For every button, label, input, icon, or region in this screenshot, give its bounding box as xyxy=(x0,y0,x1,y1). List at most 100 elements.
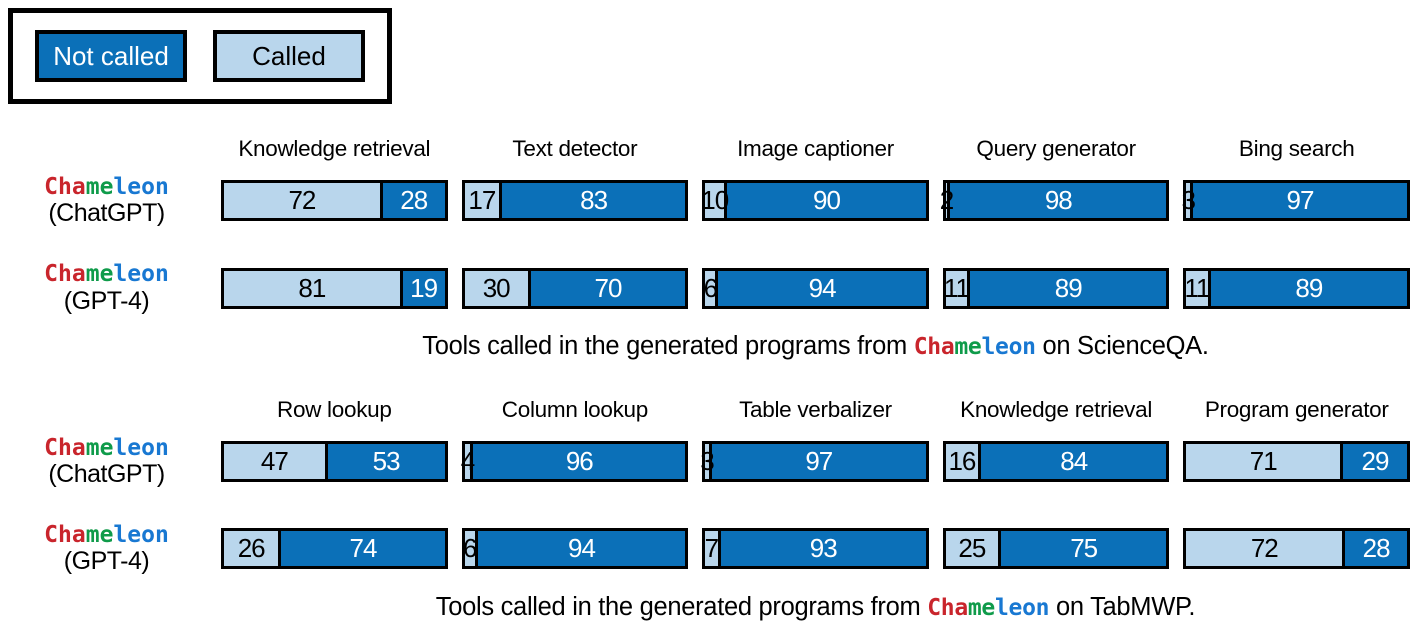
logo-part-red: Cha xyxy=(44,522,86,549)
called-value: 3 xyxy=(700,445,715,476)
not-called-segment: 74 xyxy=(281,531,445,567)
called-segment: 26 xyxy=(224,531,282,567)
logo-part-blue: leon xyxy=(994,594,1050,621)
row-label: Chameleon (GPT-4) xyxy=(6,523,207,574)
called-segment: 72 xyxy=(1186,531,1346,567)
tool-header: Row lookup xyxy=(277,396,392,422)
stacked-bar: 72 28 xyxy=(1183,528,1410,570)
not-called-segment: 96 xyxy=(473,443,686,479)
stacked-bar: 47 53 xyxy=(221,440,448,482)
not-called-value: 89 xyxy=(1295,272,1323,303)
logo-part-green: me xyxy=(967,594,995,621)
chameleon-logo: Chameleon xyxy=(44,523,169,547)
called-value: 47 xyxy=(260,445,289,476)
logo-part-blue: leon xyxy=(981,333,1036,360)
not-called-value: 75 xyxy=(1070,533,1098,564)
tool-header: Query generator xyxy=(976,136,1136,161)
called-segment: 3 xyxy=(1181,183,1196,219)
chameleon-logo: Chameleon xyxy=(927,595,1049,621)
stacked-bar: 72 28 xyxy=(221,180,448,222)
logo-part-green: me xyxy=(85,434,114,461)
not-called-segment: 90 xyxy=(727,183,926,219)
chameleon-logo: Chameleon xyxy=(44,175,169,199)
logo-part-red: Cha xyxy=(913,333,955,360)
not-called-value: 28 xyxy=(1362,533,1391,564)
not-called-value: 94 xyxy=(568,533,596,564)
called-segment: 10 xyxy=(701,183,729,219)
called-value: 3 xyxy=(1181,185,1196,216)
not-called-value: 97 xyxy=(805,445,833,476)
legend: Not called Called xyxy=(8,8,392,104)
logo-part-blue: leon xyxy=(113,261,169,288)
called-segment: 30 xyxy=(464,270,531,306)
caption-suffix: on ScienceQA. xyxy=(1042,331,1209,360)
called-segment: 16 xyxy=(945,443,982,479)
logo-part-green: me xyxy=(85,522,114,549)
not-called-segment: 28 xyxy=(382,183,445,219)
called-segment: 17 xyxy=(464,183,503,219)
called-value: 4 xyxy=(460,445,476,476)
caption-prefix: Tools called in the generated programs f… xyxy=(422,331,907,360)
tool-header: Text detector xyxy=(512,136,638,161)
not-called-segment: 83 xyxy=(502,183,686,219)
stacked-bar: 3 97 xyxy=(700,440,929,482)
called-value: 72 xyxy=(1250,533,1279,564)
tool-header: Knowledge retrieval xyxy=(960,396,1153,422)
not-called-segment: 93 xyxy=(720,531,926,567)
called-segment: 72 xyxy=(224,183,383,219)
called-segment: 71 xyxy=(1186,443,1344,479)
not-called-segment: 75 xyxy=(1000,531,1167,567)
logo-part-red: Cha xyxy=(44,174,86,200)
not-called-value: 19 xyxy=(410,272,438,303)
not-called-segment: 53 xyxy=(327,443,445,479)
tabmwp-caption: Tools called in the generated programs f… xyxy=(221,593,1410,622)
called-value: 2 xyxy=(939,185,955,216)
stacked-bar: 6 94 xyxy=(461,528,689,570)
stacked-bar: 10 90 xyxy=(701,180,929,222)
tabmwp-header-row: Row lookup Column lookup Table verbalize… xyxy=(6,397,1410,423)
scienceqa-caption: Tools called in the generated programs f… xyxy=(221,332,1410,361)
logo-part-blue: leon xyxy=(113,522,169,549)
called-value: 10 xyxy=(701,185,729,216)
not-called-segment: 70 xyxy=(530,270,686,306)
called-segment: 11 xyxy=(1184,270,1211,306)
logo-part-green: me xyxy=(85,174,114,200)
not-called-value: 89 xyxy=(1054,272,1083,303)
stacked-bar: 11 89 xyxy=(942,267,1170,309)
tool-header: Knowledge retrieval xyxy=(238,136,431,161)
called-segment: 3 xyxy=(700,443,715,479)
model-label: (GPT-4) xyxy=(63,286,150,315)
chameleon-logo: Chameleon xyxy=(44,436,169,460)
legend-swatch-not-called: Not called xyxy=(35,30,187,82)
not-called-value: 93 xyxy=(809,533,838,564)
called-value: 11 xyxy=(943,272,970,303)
not-called-value: 90 xyxy=(813,185,841,216)
not-called-value: 28 xyxy=(400,185,428,216)
called-segment: 6 xyxy=(463,531,478,567)
scienceqa-caption-row: Tools called in the generated programs f… xyxy=(6,332,1410,361)
called-value: 11 xyxy=(1184,272,1211,303)
model-label: (ChatGPT) xyxy=(48,459,165,488)
chameleon-logo: Chameleon xyxy=(914,334,1036,360)
called-segment: 2 xyxy=(940,183,954,219)
stacked-bar: 11 89 xyxy=(1183,267,1410,309)
not-called-segment: 89 xyxy=(970,270,1167,306)
called-value: 6 xyxy=(703,272,719,303)
called-value: 71 xyxy=(1249,445,1278,476)
row-label: Chameleon (ChatGPT) xyxy=(6,175,207,226)
tool-header: Column lookup xyxy=(501,396,648,422)
model-label: (GPT-4) xyxy=(63,547,150,576)
tool-header: Image captioner xyxy=(737,136,894,161)
